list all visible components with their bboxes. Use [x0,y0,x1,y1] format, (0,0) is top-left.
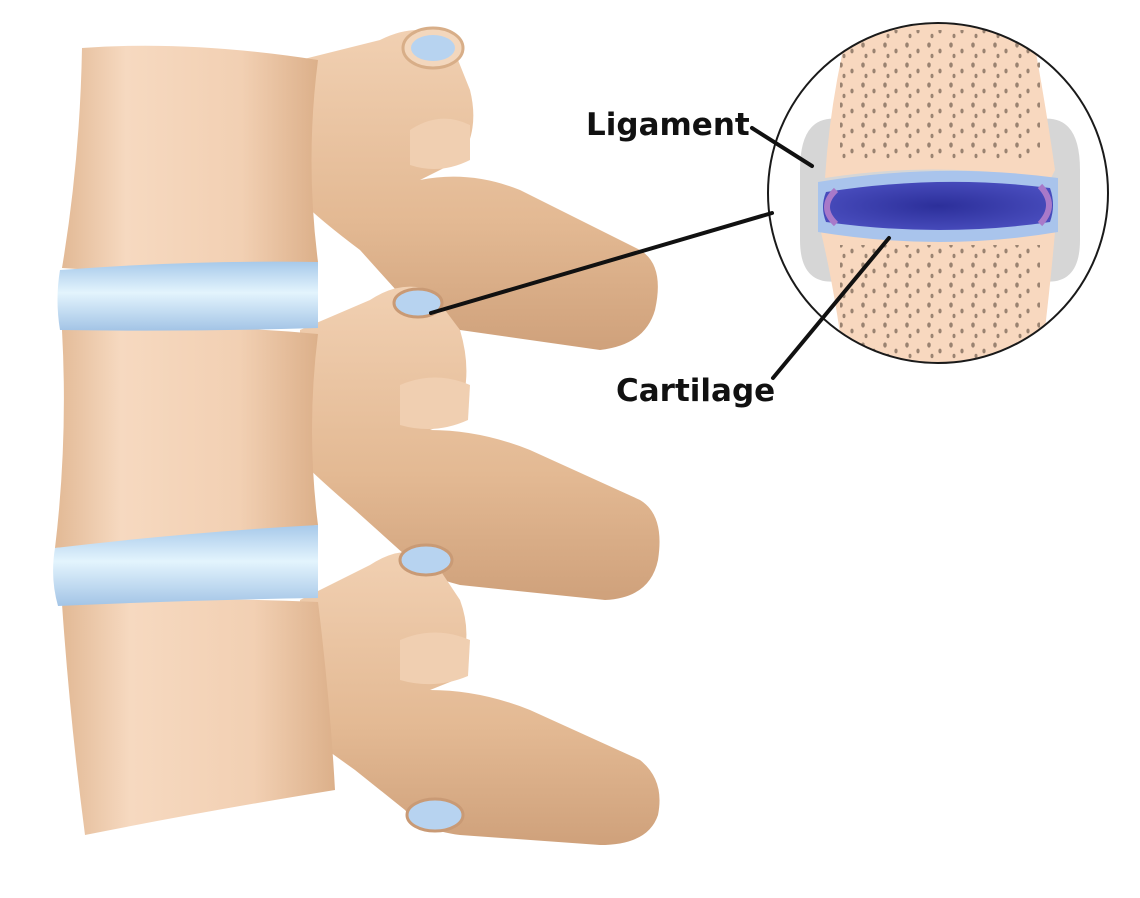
cartilage-label: Cartilage [616,373,776,409]
vertebral-body-lower [62,599,335,835]
intervertebral-disc-upper [57,261,318,331]
leader-lines [429,126,891,380]
magnifier-pointer-line [429,211,774,315]
vertebral-process-upper [300,26,658,350]
ligament-label: Ligament [586,107,750,143]
ligament-leader-line [750,126,814,168]
intervertebral-disc-lower [53,525,318,606]
vertebral-body-middle [55,326,318,548]
spine-segment [53,26,660,845]
vertebral-process-lower [300,543,660,845]
joint-cavity [823,181,1053,230]
vertebral-body-upper [62,45,318,272]
magnified-joint [767,22,1109,364]
vertebral-process-middle [300,286,660,600]
magnifier-circle [767,22,1109,364]
cartilage-leader-line [771,236,891,380]
